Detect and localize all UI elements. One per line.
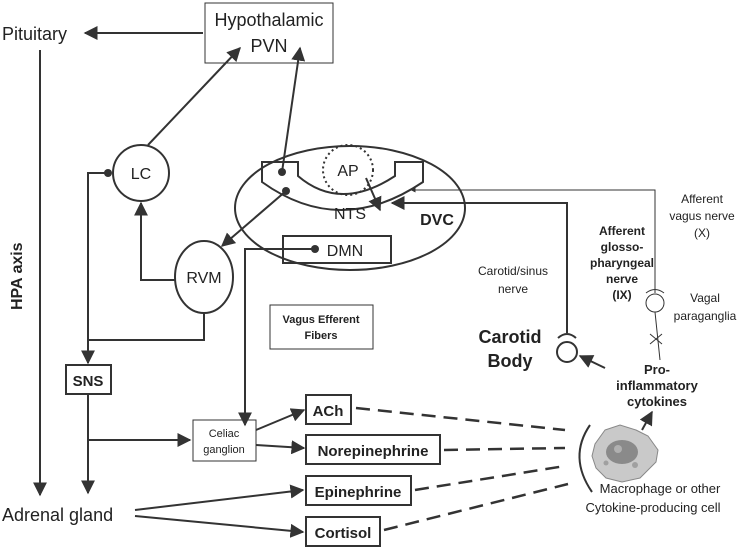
pituitary-label: Pituitary — [2, 24, 67, 44]
vagus-line1: Afferent — [681, 192, 723, 206]
epinephrine-box — [305, 475, 412, 506]
cortisol-box — [305, 516, 381, 547]
glosso-line5: (IX) — [612, 288, 631, 302]
glosso-line1: Afferent — [599, 224, 645, 238]
cortisol-dashed-link — [383, 482, 569, 532]
dmn-to-celiac-line — [238, 248, 315, 427]
epi-dashed-link — [414, 464, 566, 492]
carotid-receptor-cup — [557, 333, 577, 339]
ne-dashed-link — [443, 446, 566, 452]
adrenal-to-cortisol-arrow — [134, 515, 305, 538]
vagal-paraganglia-stem — [654, 311, 661, 361]
macrophage-line2: Cytokine-producing cell — [585, 500, 720, 515]
proinfl-line3: cytokines — [627, 394, 687, 409]
hpa-axis-label: HPA axis — [9, 242, 26, 310]
carotid-body-icon — [556, 341, 578, 363]
vagus-line3: (X) — [694, 226, 710, 240]
vagal-cross-mark-b — [649, 333, 663, 345]
glossopharyngeal-nerve-path — [390, 196, 568, 333]
carotid-sinus-line1: Carotid/sinus — [478, 264, 548, 278]
lc-to-pvn-arrow — [147, 46, 241, 146]
ap-label: AP — [337, 163, 358, 180]
pvn-label: PVN — [250, 36, 287, 56]
nts-rvm-origin-dot — [282, 187, 290, 195]
norepinephrine-box — [305, 434, 441, 465]
celiac-box — [192, 419, 257, 462]
glosso-line4: nerve — [606, 272, 638, 286]
nts-region — [261, 161, 424, 211]
celiac-to-ach-arrow — [255, 408, 306, 431]
macrophage-receptor-arc — [578, 424, 593, 493]
celiac-line1: Celiac — [209, 428, 240, 440]
ach-dashed-link — [355, 406, 566, 432]
vagal-paraganglia-icon — [645, 293, 665, 313]
macrophage-cell-icon — [591, 424, 659, 483]
carotid-body-line1: Carotid — [479, 327, 542, 347]
dvc-label: DVC — [420, 212, 454, 229]
celiac-line2: ganglion — [203, 444, 245, 456]
hypothalamic-label: Hypothalamic — [214, 10, 323, 30]
ap-to-nts-arrow — [365, 177, 382, 212]
sns-label: SNS — [73, 373, 104, 390]
norepinephrine-label: Norepinephrine — [318, 443, 429, 460]
adrenal-gland-label: Adrenal gland — [2, 505, 113, 525]
dvc-ellipse — [234, 145, 466, 271]
epinephrine-label: Epinephrine — [315, 484, 402, 501]
celiac-to-ne-arrow — [255, 440, 306, 455]
vagus-efferent-box — [269, 304, 374, 350]
ach-box — [305, 394, 352, 425]
lc-to-sns-arrow — [81, 172, 108, 365]
pvn-box — [204, 2, 334, 64]
rvm-to-sns-line — [88, 313, 205, 341]
cortisol-label: Cortisol — [315, 525, 372, 542]
nts-pvn-origin-dot — [278, 168, 286, 176]
lc-node — [112, 144, 170, 202]
vagus-efferent-line1: Vagus Efferent — [282, 314, 359, 326]
cytokines-to-carotid-arrow — [578, 355, 606, 369]
carotid-body-line2: Body — [488, 351, 533, 371]
macrophage-line1: Macrophage or other — [600, 481, 721, 496]
nts-label: NTS — [334, 206, 366, 223]
vagal-para-line1: Vagal — [690, 291, 720, 305]
ach-label: ACh — [313, 403, 344, 420]
carotid-sinus-line2: nerve — [498, 282, 528, 296]
macrophage-to-cytokines-arrow — [639, 410, 653, 431]
rvm-to-lc-arrow — [134, 201, 175, 281]
adrenal-to-epinephrine-arrow — [134, 484, 305, 511]
glosso-line2: glosso- — [601, 240, 644, 254]
vagus-efferent-line2: Fibers — [304, 330, 337, 342]
vagus-afferent-nerve-path — [410, 187, 656, 293]
glosso-line3: pharyngeal — [590, 256, 654, 270]
vagal-para-line2: paraganglia — [674, 309, 737, 323]
dmn-label: DMN — [327, 243, 363, 260]
proinfl-line2: inflammatory — [616, 378, 698, 393]
vagal-receptor-cup — [645, 289, 665, 294]
nts-to-rvm-arrow — [220, 190, 287, 247]
ap-node — [322, 144, 374, 196]
nts-to-pvn-arrow — [281, 46, 306, 173]
lc-label: LC — [131, 166, 151, 183]
vagus-line2: vagus nerve — [669, 209, 735, 223]
rvm-label: RVM — [186, 270, 221, 287]
proinfl-line1: Pro- — [644, 362, 670, 377]
